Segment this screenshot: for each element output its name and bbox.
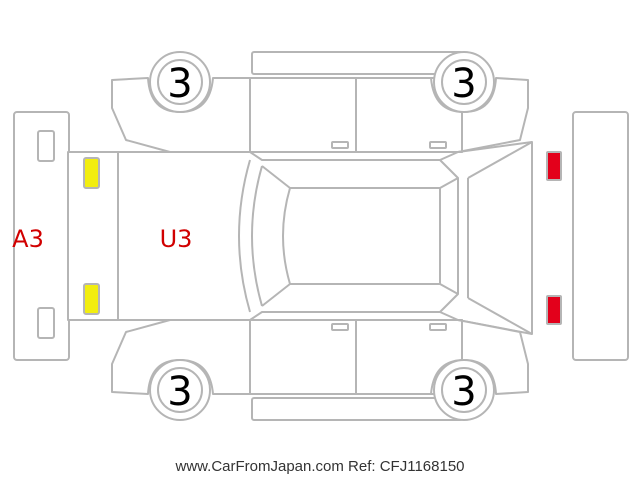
wheel-front-left-label: 3 bbox=[167, 61, 192, 107]
wheel-rear-left-label: 3 bbox=[451, 61, 476, 107]
front-bumper-label: A3 bbox=[12, 225, 44, 253]
front-lights bbox=[83, 157, 100, 315]
wheel-rear-right-label: 3 bbox=[451, 369, 476, 415]
hood-label: U3 bbox=[160, 225, 193, 253]
side-bottom bbox=[111, 319, 529, 421]
rear-bumper bbox=[572, 111, 629, 361]
car-body bbox=[67, 141, 533, 335]
rear-lights bbox=[546, 151, 562, 325]
wheel-front-right-label: 3 bbox=[167, 369, 192, 415]
cabin-roof bbox=[238, 159, 459, 313]
footer-reference: www.CarFromJapan.com Ref: CFJ1168150 bbox=[175, 458, 465, 475]
